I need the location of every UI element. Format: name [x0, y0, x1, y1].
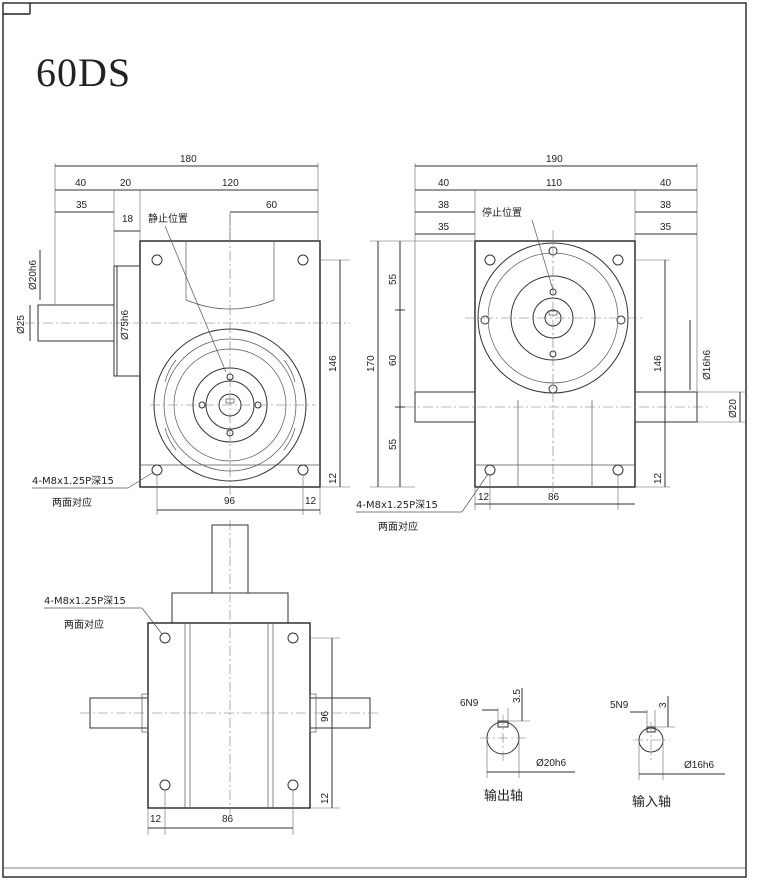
side-dim-12: 12 [653, 472, 664, 484]
input-key-depth: 3 [658, 702, 669, 708]
front-view: 180 40 20 120 35 18 60 静止位置 Ø20h6 Ø25 Ø7… [16, 154, 350, 515]
dim-40: 40 [75, 178, 87, 189]
side-mount-hole [612, 464, 624, 476]
dim-120: 120 [222, 178, 239, 189]
output-key-depth: 3.5 [512, 689, 523, 703]
bottom-view: 96 12 12 86 4-M8x1.25P深15 两面对应 [44, 520, 380, 835]
bottom-dim-12: 12 [150, 814, 162, 825]
bottom-dim-12-right: 12 [320, 792, 331, 804]
thread-note: 4-M8x1.25P深15 [32, 475, 114, 487]
dim-146: 146 [328, 355, 339, 372]
side-dim-40-left: 40 [438, 178, 450, 189]
side-dim-40-right: 40 [660, 178, 672, 189]
model-title: 60DS [36, 50, 131, 95]
bottom-mount-hole [287, 779, 299, 791]
bottom-thread-note: 4-M8x1.25P深15 [44, 595, 126, 607]
output-shaft-dia: Ø20h6 [536, 758, 566, 769]
side-thread-note: 4-M8x1.25P深15 [356, 499, 438, 511]
dim-35: 35 [76, 200, 88, 211]
dim-20: 20 [120, 178, 132, 189]
side-dim-16h6: Ø16h6 [702, 350, 713, 380]
bottom-both-sides-note: 两面对应 [64, 618, 104, 631]
stop-position-label: 静止位置 [148, 212, 188, 225]
output-shaft-label: 输出轴 [484, 788, 523, 804]
side-dim-190: 190 [546, 154, 563, 165]
bottom-mount-hole [159, 632, 171, 644]
side-mount-hole [484, 464, 496, 476]
output-key-width: 6N9 [460, 698, 479, 709]
front-mount-hole [151, 254, 163, 266]
side-dim-110: 110 [546, 178, 562, 189]
bottom-housing [147, 622, 311, 809]
side-dim-86: 86 [548, 492, 560, 503]
sheet-border [2, 2, 747, 878]
input-shaft-label: 输入轴 [632, 794, 671, 810]
side-dim-38-right: 38 [660, 200, 672, 211]
dim-12: 12 [328, 472, 339, 484]
dim-boss-dia: Ø75h6 [120, 310, 131, 340]
dim-12b: 12 [305, 496, 317, 507]
side-dim-12-bottom: 12 [478, 492, 490, 503]
dim-60: 60 [266, 200, 278, 211]
bottom-mount-hole [287, 632, 299, 644]
input-shaft-detail: 5N9 3 Ø16h6 输入轴 [610, 696, 725, 810]
side-dim-55-bottom: 55 [388, 438, 399, 450]
side-dim-20: Ø20 [728, 399, 739, 418]
dim-96: 96 [224, 496, 236, 507]
front-mount-hole [151, 464, 163, 476]
both-sides-note: 两面对应 [52, 496, 92, 509]
side-housing [474, 240, 636, 488]
side-stop-position-label: 停止位置 [482, 206, 522, 219]
front-mount-hole [297, 254, 309, 266]
side-both-sides-note: 两面对应 [378, 520, 418, 533]
side-mount-hole [484, 254, 496, 266]
output-shaft-detail: 6N9 3.5 Ø20h6 输出轴 [460, 688, 575, 804]
side-dim-55-top: 55 [388, 273, 399, 285]
bottom-dim-96: 96 [320, 710, 331, 722]
side-dim-146: 146 [653, 355, 664, 372]
dim-18: 18 [122, 214, 134, 225]
side-dim-35-right: 35 [660, 222, 672, 233]
input-key-width: 5N9 [610, 700, 629, 711]
dim-shaft-dia: Ø25 [16, 315, 27, 334]
bottom-mount-hole [159, 779, 171, 791]
dim-180: 180 [180, 154, 197, 165]
side-dim-35-left: 35 [438, 222, 450, 233]
bottom-dim-86: 86 [222, 814, 234, 825]
side-dim-38-left: 38 [438, 200, 450, 211]
dim-input-shaft-dia: Ø20h6 [28, 260, 39, 290]
front-mount-hole [297, 464, 309, 476]
side-view: 190 40 110 40 38 38 35 35 停止位置 55 60 55 … [356, 154, 745, 533]
side-dim-170: 170 [366, 355, 377, 372]
side-mount-hole [612, 254, 624, 266]
side-dim-60: 60 [388, 354, 399, 366]
input-shaft-dia: Ø16h6 [684, 760, 714, 771]
